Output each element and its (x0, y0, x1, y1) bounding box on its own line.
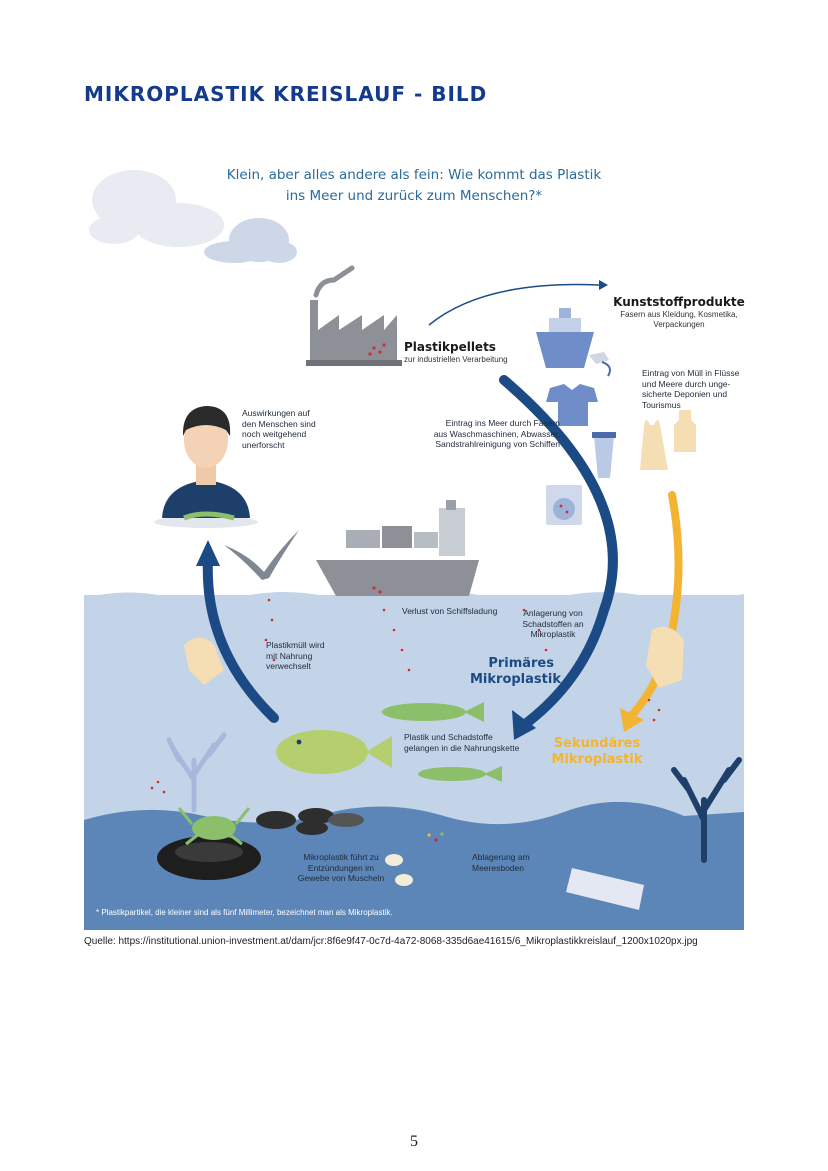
products-title: Kunststoffprodukte (613, 295, 745, 309)
products-label: Kunststoffprodukte Fasern aus Kleidung, … (584, 295, 774, 330)
label-line: Primäres (488, 656, 554, 671)
pollutants-label: Anlagerung von Schadstoffen an Mikroplas… (508, 608, 598, 640)
tire-icon (256, 808, 364, 835)
arrow-primary-microplastic (499, 375, 618, 730)
image-source: Quelle: https://institutional.union-inve… (84, 936, 698, 947)
cargo-loss-label: Verlust von Schiffsladung (402, 606, 498, 616)
human-effects-label: Auswirkungen auf den Menschen sind noch … (242, 408, 316, 450)
label-line: Sekundäres (553, 736, 641, 751)
label-line: verwechselt (266, 661, 311, 671)
microplastic-cycle-infographic: Klein, aber alles andere als fein: Wie k… (84, 140, 745, 930)
label-line: Meeresboden (472, 862, 524, 873)
plastic-bag-icon (184, 626, 684, 688)
label-line: Plastik und Schadstoffe (404, 732, 493, 742)
label-line: Mikroplastik (551, 752, 643, 767)
flatfish-icon (276, 730, 392, 774)
label-line: noch weitgehend (242, 429, 307, 439)
heading-line: ins Meer und zurück zum Menschen?* (285, 188, 543, 204)
label-line: Mikroplastik (470, 672, 561, 687)
coral-icon (166, 732, 227, 813)
person-icon (154, 406, 258, 528)
label-line: Gewebe von Muscheln (297, 873, 385, 883)
label-line: Eintrag ins Meer durch Fasern (445, 418, 560, 428)
label-line: Plastikmüll wird (266, 640, 325, 650)
label-line: Ablagerung am (472, 852, 530, 862)
coral-icon (671, 757, 742, 863)
heading-line: Klein, aber alles andere als fein: Wie k… (226, 167, 602, 183)
label-line: sicherte Deponien und (642, 389, 728, 399)
water-background (84, 592, 744, 930)
cloud-icon (204, 218, 297, 263)
cup-icon (592, 432, 616, 478)
mussel-icon (385, 854, 413, 886)
label-line: gelangen in die Nahrungskette (404, 742, 520, 753)
pellets-title: Plastikpellets (404, 340, 496, 354)
label-line: Tourismus (642, 399, 681, 410)
fish-icon (382, 702, 484, 722)
waste-entry-label: Eintrag von Müll in Flüsse und Meere dur… (642, 368, 739, 410)
label-line: Eintrag von Müll in Flüsse (642, 368, 740, 378)
washing-machine-icon (546, 485, 582, 525)
fiber-entry-label: Eintrag ins Meer durch Fasern aus Waschm… (394, 418, 560, 450)
label-line: den Menschen sind (242, 418, 316, 429)
tshirt-icon (546, 384, 598, 426)
infographic-heading: Klein, aber alles andere als fein: Wie k… (214, 165, 614, 207)
pellets-subtitle: zur industriellen Verarbeitung (404, 355, 508, 364)
pellets-label: Plastikpellets zur industriellen Verarbe… (404, 340, 508, 365)
products-subtitle: Verpackungen (653, 320, 705, 329)
label-line: Sandstrahlreinigung von Schiffen (435, 439, 560, 449)
factory-icon (306, 265, 402, 366)
label-line: Schadstoffen an (522, 618, 584, 629)
mistaken-food-label: Plastikmüll wird mit Nahrung verwechselt (266, 640, 325, 672)
cloud-icon (89, 170, 224, 247)
page-number: 5 (410, 1133, 418, 1150)
tire-icon (157, 836, 261, 880)
primary-microplastic-label: Primäres Mikroplastik (470, 656, 561, 688)
secondary-microplastic-label: Sekundäres Mikroplastik (542, 736, 652, 768)
label-line: aus Waschmaschinen, Abwasser, (433, 428, 560, 439)
page-title: MIKROPLASTIK KREISLAUF - BILD (84, 82, 488, 106)
food-chain-label: Plastik und Schadstoffe gelangen in die … (404, 732, 519, 753)
fish-icon (418, 766, 502, 782)
label-line: und Meere durch unge- (642, 378, 731, 389)
products-subtitle: Fasern aus Kleidung, Kosmetika, (620, 310, 738, 319)
bottle-icon (566, 868, 644, 910)
seagull-icon (224, 530, 299, 580)
plastic-bag-icon (640, 410, 696, 470)
arrow-to-humans (202, 555, 279, 723)
label-line: Anlagerung von (523, 608, 583, 618)
mussels-label: Mikroplastik führt zu Entzündungen im Ge… (296, 852, 386, 884)
arrow-secondary-microplastic (628, 491, 683, 719)
crab-icon (177, 807, 251, 846)
label-line: Mikroplastik (530, 629, 576, 639)
seabed-label: Ablagerung am Meeresboden (472, 852, 530, 873)
label-line: mit Nahrung (266, 650, 313, 661)
bottle-icon (589, 352, 611, 377)
label-line: unerforscht (242, 439, 285, 450)
label-line: Entzündungen im (307, 862, 375, 873)
ship-icon (536, 308, 594, 368)
arrow-factory-to-products (428, 283, 600, 326)
label-line: Mikroplastik führt zu (303, 852, 379, 862)
label-line: Auswirkungen auf (242, 408, 310, 418)
microplastic-particles (150, 598, 661, 842)
infographic-footnote: * Plastikpartikel, die kleiner sind als … (96, 908, 393, 917)
cargo-ship-icon (316, 500, 479, 596)
infographic-artwork (84, 170, 744, 930)
